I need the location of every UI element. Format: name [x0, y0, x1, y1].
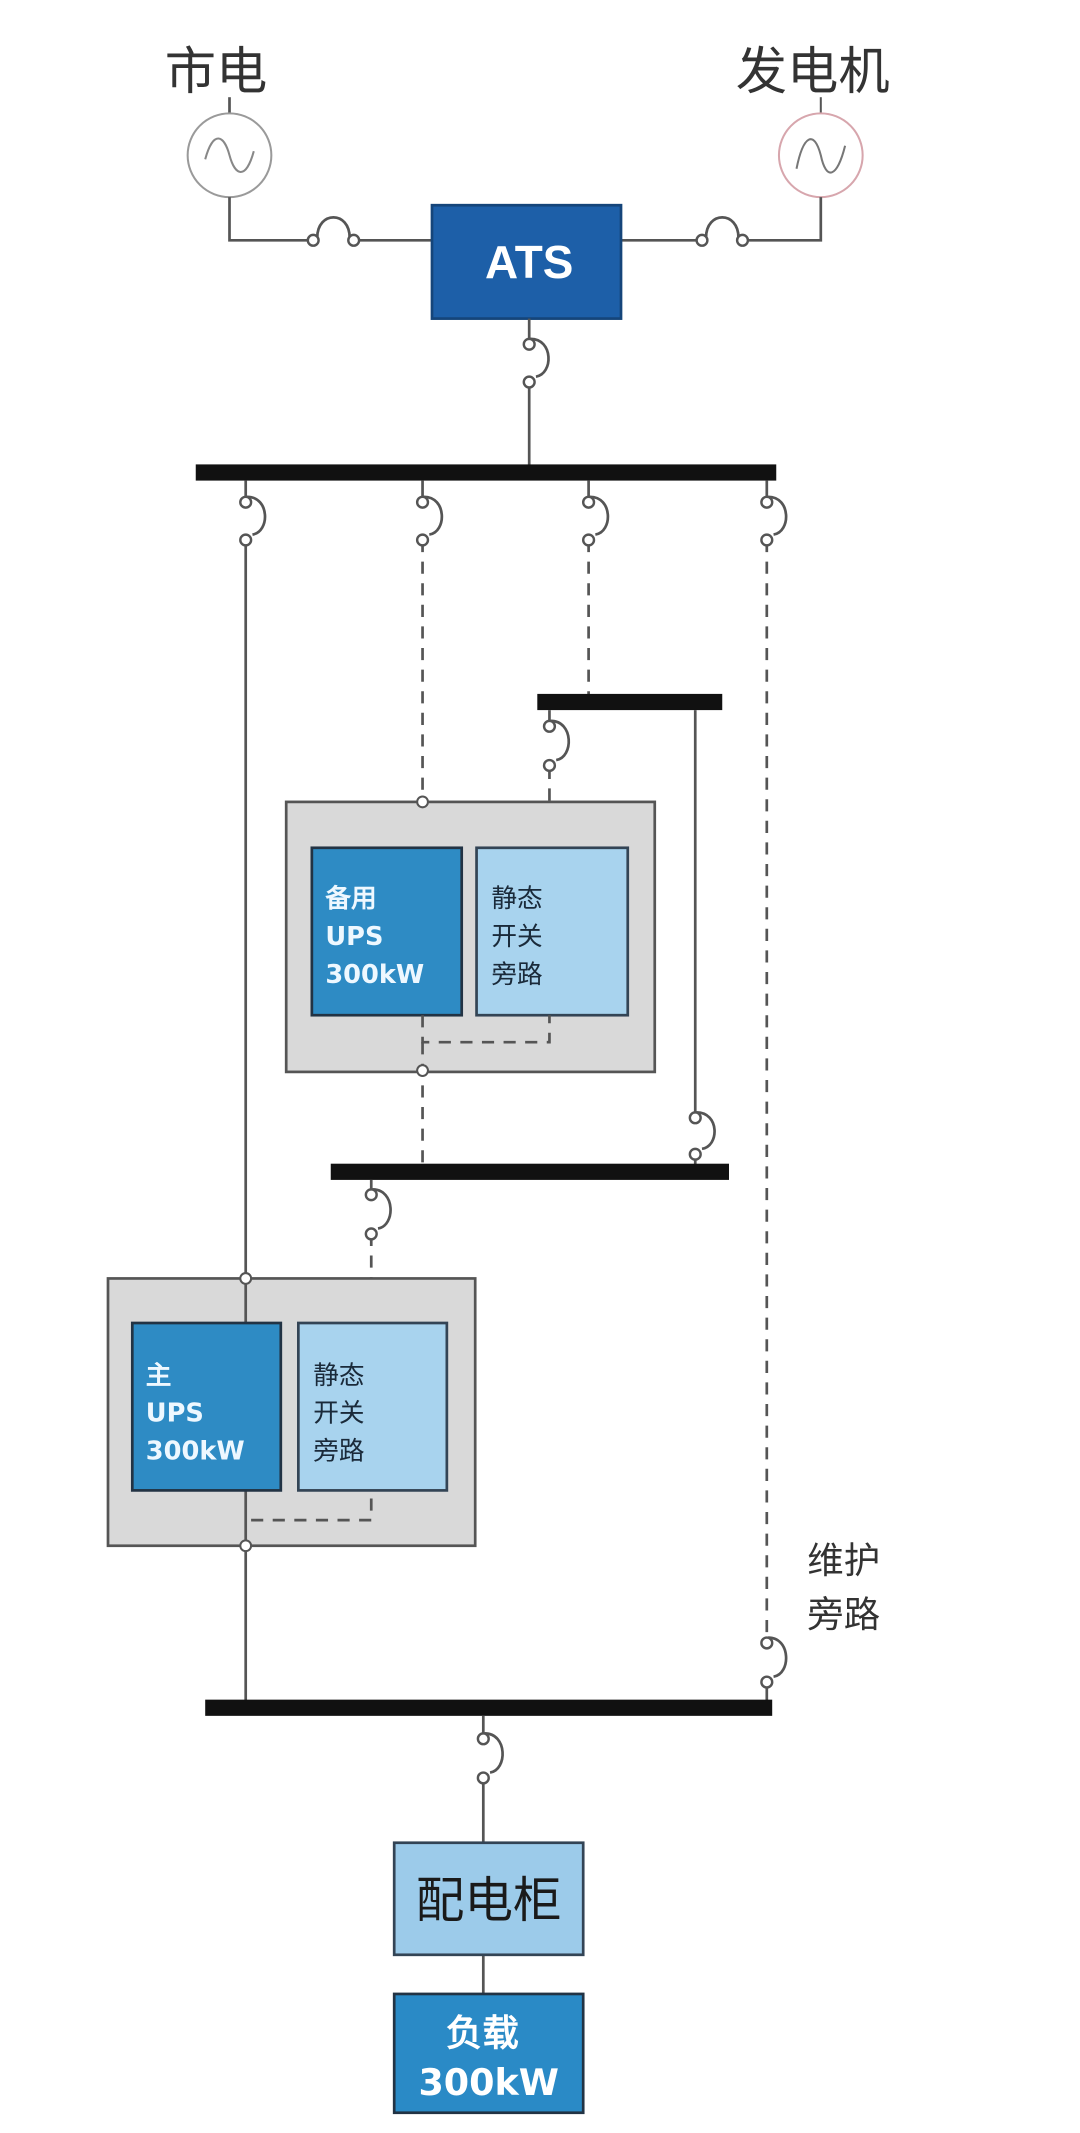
svg-text:静态 开关 旁路: 静态 开关 旁路 [491, 884, 550, 990]
circuit-breaker-icon [415, 495, 444, 547]
ats-label: ATS [485, 236, 573, 288]
circuit-breaker-icon [581, 495, 610, 547]
circuit-breaker-icon [695, 216, 750, 247]
backup-static-line3: 旁路 [491, 960, 542, 990]
circuit-breaker-icon [364, 1188, 392, 1241]
distribution-cabinet-label: 配电柜 [416, 1873, 562, 1929]
maintenance-bypass-line1: 维护 [807, 1539, 880, 1582]
maintenance-bypass-line2: 旁路 [807, 1593, 880, 1636]
utility-label: 市电 [165, 42, 268, 102]
main-static-line2: 开关 [313, 1399, 364, 1429]
output-bus-bar [205, 1699, 773, 1716]
svg-text:静态 开关 旁路: 静态 开关 旁路 [313, 1361, 372, 1467]
main-static-switch-box [297, 1321, 449, 1492]
backup-ups-box [310, 846, 464, 1017]
svg-text:负载 300kW: 负载 300kW [418, 2011, 558, 2104]
backup-static-line1: 静态 [491, 884, 542, 914]
circuit-breaker-icon [760, 495, 788, 547]
circuit-breaker-icon [476, 1732, 504, 1785]
generator-ac-source-icon [777, 97, 864, 199]
distribution-cabinet-box [392, 1841, 585, 1957]
main-static-line1: 静态 [313, 1361, 364, 1391]
circuit-breaker-icon [306, 216, 361, 247]
main-ups-bypass-bus-bar [330, 1163, 729, 1180]
circuit-breaker-icon [688, 1111, 716, 1161]
static-bypass-bus-bar [537, 693, 723, 711]
circuit-breaker-icon [522, 337, 550, 389]
svg-text:备用 UPS 300kW: 备用 UPS 300kW [324, 884, 424, 990]
ats-box [430, 203, 623, 320]
main-ups-box [130, 1321, 283, 1492]
backup-static-switch-box [475, 846, 630, 1017]
utility-ac-source-icon [186, 97, 273, 199]
main-ups-title: 主 [146, 1361, 172, 1391]
main-ups-capacity: 300kW [146, 1436, 245, 1466]
load-box [392, 1992, 585, 2115]
circuit-breaker-icon [760, 1636, 788, 1689]
backup-ups-capacity: 300kW [325, 960, 424, 990]
backup-static-line2: 开关 [491, 922, 542, 952]
svg-text:维护 旁路: 维护 旁路 [807, 1539, 891, 1636]
backup-ups-title: 备用 [324, 884, 376, 914]
circuit-breaker-icon [239, 495, 267, 547]
load-title: 负载 [446, 2011, 519, 2054]
load-capacity: 300kW [418, 2061, 558, 2104]
svg-text:主 UPS 300kW: 主 UPS 300kW [146, 1361, 245, 1467]
generator-label: 发电机 [736, 42, 890, 102]
circuit-breaker-icon [542, 719, 571, 773]
backup-ups-type: UPS [325, 922, 383, 952]
main-static-line3: 旁路 [313, 1436, 364, 1466]
main-ups-type: UPS [146, 1399, 204, 1429]
main-bus-bar [195, 464, 777, 481]
